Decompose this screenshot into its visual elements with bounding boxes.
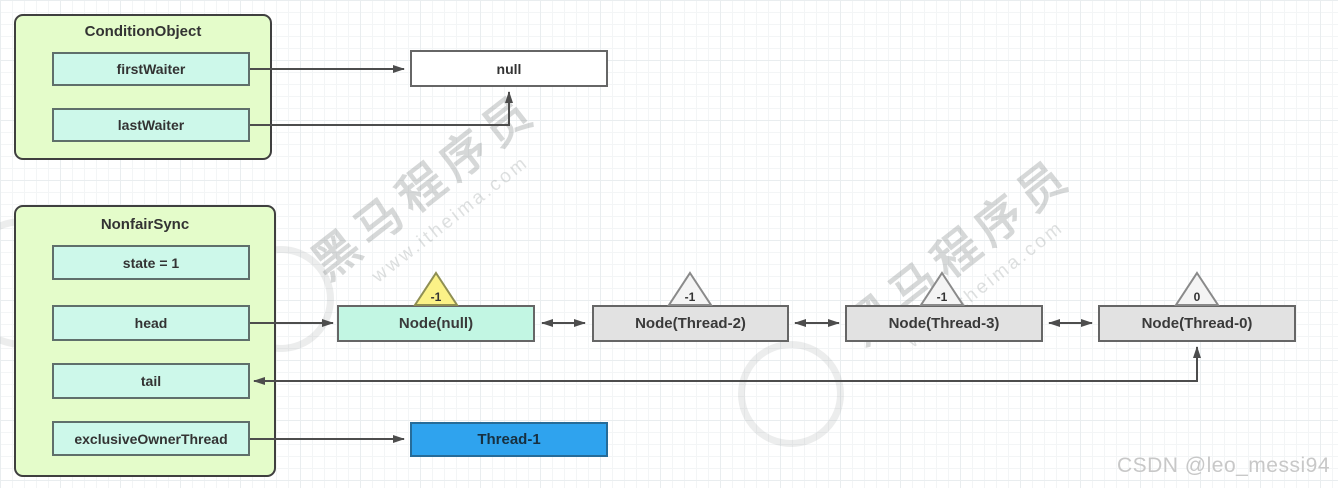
wait-status-label: -1 xyxy=(937,290,948,304)
watermark: 黑马程序员 www.itheima.com xyxy=(803,118,1126,398)
condition-object-title: ConditionObject xyxy=(84,23,202,40)
field-tail: tail xyxy=(52,363,250,399)
triangle-shape xyxy=(667,271,713,306)
watermark-logo-circle xyxy=(738,341,844,447)
wait-status-triangle-icon: -1 xyxy=(919,271,965,306)
arrow-last-waiter-to-null xyxy=(250,91,513,126)
field-head: head xyxy=(52,305,250,341)
field-first-waiter: firstWaiter xyxy=(52,52,250,86)
wait-status-label: -1 xyxy=(431,290,442,304)
owner-thread-box: Thread-1 xyxy=(410,422,608,457)
triangle-shape xyxy=(413,271,459,306)
wait-status-triangle-icon: -1 xyxy=(413,271,459,306)
wait-status-label: -1 xyxy=(685,290,696,304)
wait-status-triangle-icon: -1 xyxy=(667,271,713,306)
null-box: null xyxy=(410,50,608,87)
wait-status-triangle-icon: 0 xyxy=(1174,271,1220,306)
triangle-shape xyxy=(919,271,965,306)
queue-node-thread-2: Node(Thread-2) xyxy=(592,305,789,342)
queue-node-head: Node(null) xyxy=(337,305,535,342)
nonfair-sync-title: NonfairSync xyxy=(100,216,190,233)
credit-text: CSDN @leo_messi94 xyxy=(1116,454,1330,477)
arrow-tail-to-node-thread-0 xyxy=(253,346,1201,385)
field-last-waiter: lastWaiter xyxy=(52,108,250,142)
field-state: state = 1 xyxy=(52,245,250,280)
queue-node-thread-0: Node(Thread-0) xyxy=(1098,305,1296,342)
field-exclusive-owner-thread: exclusiveOwnerThread xyxy=(52,421,250,456)
wait-status-label: 0 xyxy=(1194,290,1201,304)
queue-node-thread-3: Node(Thread-3) xyxy=(845,305,1043,342)
triangle-shape xyxy=(1174,271,1220,306)
watermark-site-text: www.itheima.com xyxy=(903,216,1069,353)
